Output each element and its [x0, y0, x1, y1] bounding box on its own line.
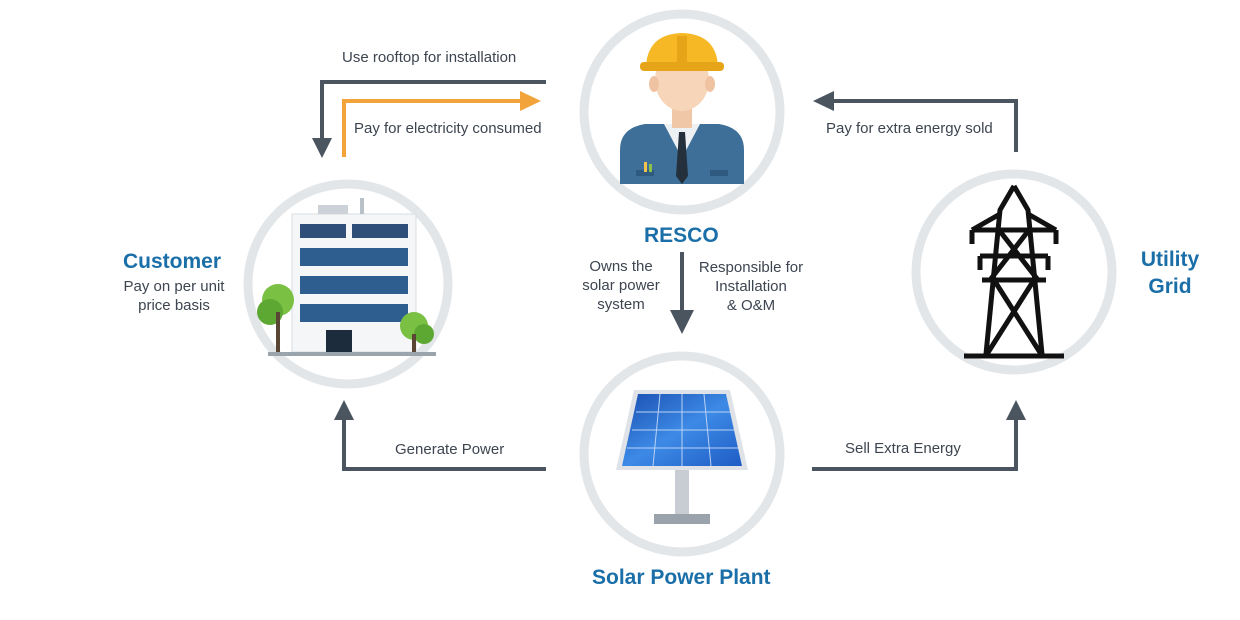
owns-label-line-1: Owns the [589, 258, 653, 275]
pay-electricity-label: Pay for electricity consumed [354, 120, 542, 137]
pay-extra-label: Pay for extra energy sold [826, 120, 993, 137]
arrowhead-use-rooftop [312, 138, 332, 158]
arrowhead-pay-extra [813, 91, 834, 111]
customer-subtitle-line-2: price basis [138, 297, 210, 314]
resco-title: RESCO [644, 224, 719, 247]
sell-extra-label: Sell Extra Energy [845, 440, 961, 457]
engineer-icon [620, 33, 744, 184]
generate-power-label: Generate Power [395, 441, 505, 458]
owns-label-line-3: system [597, 296, 645, 313]
responsible-label-line-3: & O&M [726, 297, 776, 314]
owns-label-line-2: solar power [582, 277, 660, 294]
customer-subtitle-line-1: Pay on per unit [123, 278, 225, 295]
customer-title: Customer [123, 250, 222, 273]
arrow-sell-extra [812, 418, 1018, 471]
utility-title-line-1: Utility [1140, 248, 1200, 271]
solar-panel-icon [616, 390, 748, 524]
arrow-pay-electricity [342, 99, 524, 157]
building-icon [257, 198, 436, 356]
utility-circle [911, 169, 1117, 375]
responsible-label-line-1: Responsible for [698, 259, 804, 276]
arrowhead-sell-extra [1006, 400, 1026, 420]
transmission-tower-icon [964, 184, 1064, 359]
arrow-pay-extra [830, 99, 1018, 152]
responsible-label-line-2: Installation [715, 278, 787, 295]
arrowhead-generate-power [334, 400, 354, 420]
solar-title: Solar Power Plant [592, 566, 771, 589]
utility-title-line-2: Grid [1148, 275, 1192, 298]
arrow-use-rooftop [320, 80, 546, 142]
arrowhead-resco-to-solar [670, 310, 694, 334]
arrowhead-pay-electricity [520, 91, 541, 111]
use-rooftop-label: Use rooftop for installation [342, 49, 517, 66]
arrow-generate-power [342, 418, 546, 471]
